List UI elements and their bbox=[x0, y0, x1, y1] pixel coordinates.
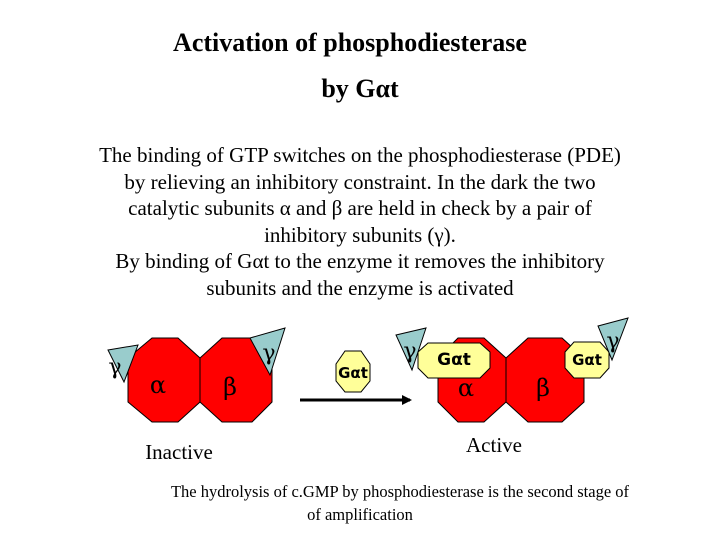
inactive-pde-complex: γ α β γ bbox=[107, 327, 286, 423]
active-pde-complex: γ Gαt α β Gαt γ bbox=[395, 317, 629, 423]
active-gamma-left-label: γ bbox=[403, 339, 416, 364]
footer-line: The hydrolysis of c.GMP by phosphodieste… bbox=[170, 482, 630, 501]
footer-line: of amplification bbox=[307, 505, 413, 524]
inactive-beta-label: β bbox=[223, 373, 237, 401]
active-gamma-right-label: γ bbox=[606, 329, 619, 354]
description-line: catalytic subunits α and β are held in c… bbox=[128, 196, 592, 220]
page-title-line-2: by Gαt bbox=[321, 74, 399, 103]
inactive-gamma-left bbox=[107, 344, 139, 384]
description-line: subunits and the enzyme is activated bbox=[206, 275, 514, 300]
inactive-alpha-label: α bbox=[150, 371, 166, 399]
page-title-line-1: Activation of phosphodiesterase bbox=[173, 28, 527, 57]
inactive-beta-subunit bbox=[199, 337, 273, 423]
footer-caption-continued: of amplification bbox=[60, 503, 660, 526]
active-gat-left bbox=[417, 342, 491, 379]
inactive-gamma-right-label: γ bbox=[262, 341, 275, 366]
active-alpha-label: α bbox=[458, 374, 474, 402]
footer-caption: The hydrolysis of c.GMP by phosphodieste… bbox=[100, 480, 700, 503]
description-line: The binding of GTP switches on the phosp… bbox=[99, 143, 621, 167]
active-gat-right-label: Gαt bbox=[572, 351, 602, 369]
active-gat-right bbox=[564, 341, 610, 379]
gat-label: Gαt bbox=[338, 364, 368, 382]
active-gamma-right bbox=[597, 317, 629, 362]
inactive-label: Inactive bbox=[145, 440, 213, 464]
transducin-alpha: Gαt bbox=[335, 350, 371, 393]
active-gamma-left bbox=[395, 327, 427, 372]
gat-shape bbox=[335, 350, 371, 393]
active-beta-label: β bbox=[536, 374, 550, 402]
active-gat-left-label: Gαt bbox=[437, 350, 471, 370]
description-line: By binding of Gαt to the enzyme it remov… bbox=[115, 249, 605, 273]
inactive-gamma-right bbox=[249, 327, 286, 377]
description-line: inhibitory subunits (γ). bbox=[264, 222, 456, 247]
active-label: Active bbox=[466, 433, 522, 457]
description-text: The binding of GTP switches on the phosp… bbox=[20, 142, 700, 301]
description-line: by relieving an inhibitory constraint. I… bbox=[124, 169, 596, 194]
inactive-gamma-left-label: γ bbox=[108, 355, 121, 380]
